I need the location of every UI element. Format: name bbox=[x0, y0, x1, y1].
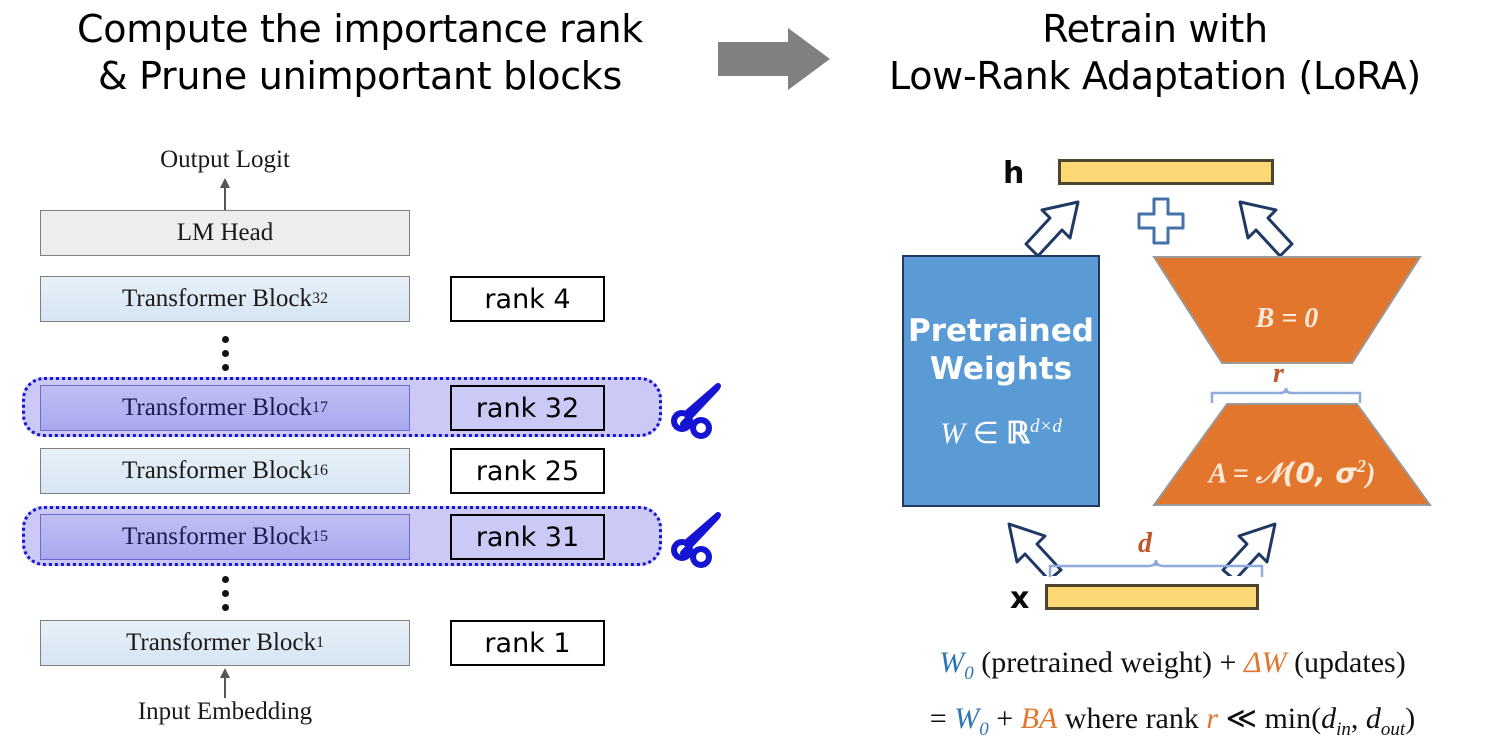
rank-label-17: rank 32 bbox=[475, 392, 580, 424]
pretrained-weights-box: Pretrained Weights W ∈ ℝd×d bbox=[902, 255, 1100, 507]
block-15-index: 15 bbox=[312, 528, 329, 545]
block-16-name: Transformer Block bbox=[121, 457, 313, 484]
formula-w0-sub-2: 0 bbox=[979, 719, 989, 740]
formula-ba: BA bbox=[1020, 702, 1058, 735]
block-32-name: Transformer Block bbox=[121, 285, 313, 312]
formula-plus: + bbox=[988, 702, 1021, 735]
block-17-index: 17 bbox=[312, 399, 329, 416]
formula-r: r bbox=[1206, 702, 1219, 735]
matrix-b-label: B = 0 bbox=[1152, 303, 1422, 335]
scissors-icon bbox=[671, 383, 721, 439]
weights-formula-in: ∈ bbox=[972, 416, 999, 450]
left-panel-title: Compute the importance rank & Prune unim… bbox=[20, 6, 700, 100]
arrow-up-right-icon bbox=[1024, 200, 1080, 258]
formula-din: d bbox=[1321, 702, 1337, 735]
rank-box-block-1: rank 1 bbox=[450, 620, 605, 666]
formula-w0-2: W bbox=[954, 702, 980, 735]
formula-w0-1: W bbox=[939, 646, 965, 679]
matrix-a-lhs: A = bbox=[1208, 458, 1256, 490]
weights-formula-w: W bbox=[940, 416, 966, 450]
right-title-line-1: Retrain with bbox=[1042, 7, 1268, 51]
rank-box-block-17: rank 32 bbox=[450, 385, 605, 431]
block-17-name: Transformer Block bbox=[121, 394, 313, 421]
matrix-b-trapezoid bbox=[1152, 256, 1422, 364]
rank-label-15: rank 31 bbox=[475, 521, 580, 553]
brace-r-label: r bbox=[1273, 358, 1284, 389]
plus-icon bbox=[1137, 197, 1185, 245]
formula-din-sub: in bbox=[1336, 719, 1351, 740]
lm-head-block: LM Head bbox=[40, 210, 410, 256]
lora-formula: W0 (pretrained weight) + ΔW (updates) = … bbox=[845, 640, 1500, 752]
formula-eq: = bbox=[929, 702, 955, 735]
output-vector-label: h bbox=[1003, 156, 1025, 191]
rank-label-16: rank 25 bbox=[475, 455, 580, 487]
arrow-up-right-icon bbox=[1221, 522, 1277, 576]
block-1-name: Transformer Block bbox=[125, 629, 317, 656]
block-32-index: 32 bbox=[312, 290, 329, 307]
input-embedding-label: Input Embedding bbox=[137, 698, 313, 725]
lm-head-label: LM Head bbox=[176, 219, 274, 246]
formula-delta-w: ΔW bbox=[1243, 646, 1287, 679]
formula-line-1: W0 (pretrained weight) + ΔW (updates) bbox=[845, 640, 1500, 696]
input-vector-bar bbox=[1045, 584, 1259, 610]
left-title-line-1: Compute the importance rank bbox=[77, 7, 643, 51]
output-vector-bar bbox=[1058, 159, 1274, 185]
matrix-a-close: ) bbox=[1366, 458, 1376, 490]
block-16-index: 16 bbox=[312, 462, 329, 479]
formula-end-1: (updates) bbox=[1286, 646, 1406, 679]
matrix-a-trapezoid bbox=[1152, 403, 1432, 506]
matrix-a-label: A = 𝒩(0, σ2) bbox=[1152, 456, 1432, 490]
right-panel-title: Retrain with Low-Rank Adaptation (LoRA) bbox=[830, 6, 1480, 100]
block-15-name: Transformer Block bbox=[121, 523, 313, 550]
rank-box-block-15: rank 31 bbox=[450, 514, 605, 560]
weights-formula: W ∈ ℝd×d bbox=[940, 416, 1062, 451]
input-vector-label: x bbox=[1010, 581, 1030, 616]
formula-comma: , bbox=[1350, 702, 1366, 735]
output-arrow-icon bbox=[220, 178, 230, 210]
brace-d-icon bbox=[1048, 560, 1264, 577]
formula-dout: d bbox=[1365, 702, 1381, 735]
block-1-index: 1 bbox=[316, 634, 325, 651]
rank-box-block-32: rank 4 bbox=[450, 276, 605, 322]
flow-arrow-icon bbox=[718, 28, 830, 90]
formula-where: where rank bbox=[1057, 702, 1207, 735]
matrix-b-text: B = 0 bbox=[1255, 303, 1319, 334]
input-arrow-icon bbox=[220, 668, 230, 698]
pretrained-weights-line-1: Pretrained bbox=[908, 312, 1094, 349]
output-logit-label: Output Logit bbox=[160, 146, 290, 173]
pretrained-weights-title: Pretrained Weights bbox=[908, 312, 1094, 388]
formula-mid-1: (pretrained weight) + bbox=[973, 646, 1244, 679]
weights-formula-exponent: d×d bbox=[1030, 415, 1062, 437]
rank-box-block-16: rank 25 bbox=[450, 448, 605, 494]
formula-line-2: = W0 + BA where rank r ≪ min(din, dout) bbox=[845, 696, 1500, 752]
arrow-up-left-icon bbox=[1238, 200, 1294, 258]
matrix-a-sup: 2 bbox=[1357, 456, 1367, 476]
pretrained-weights-line-2: Weights bbox=[929, 350, 1073, 387]
formula-close: ) bbox=[1405, 702, 1416, 735]
weights-formula-reals: ℝ bbox=[1006, 416, 1031, 450]
formula-ll-min: ≪ min( bbox=[1218, 702, 1322, 735]
scissors-icon bbox=[671, 512, 721, 568]
matrix-a-distribution: 𝒩(0, σ bbox=[1255, 456, 1358, 490]
brace-d-label: d bbox=[1138, 528, 1152, 559]
rank-label-32: rank 4 bbox=[484, 283, 571, 315]
rank-label-1: rank 1 bbox=[484, 627, 571, 659]
formula-w0-sub-1: 0 bbox=[964, 663, 974, 684]
left-title-line-2: & Prune unimportant blocks bbox=[97, 54, 622, 98]
brace-r-icon bbox=[1210, 388, 1362, 403]
right-title-line-2: Low-Rank Adaptation (LoRA) bbox=[889, 54, 1421, 98]
arrow-up-left-icon bbox=[1007, 522, 1063, 576]
formula-dout-sub: out bbox=[1380, 719, 1406, 740]
